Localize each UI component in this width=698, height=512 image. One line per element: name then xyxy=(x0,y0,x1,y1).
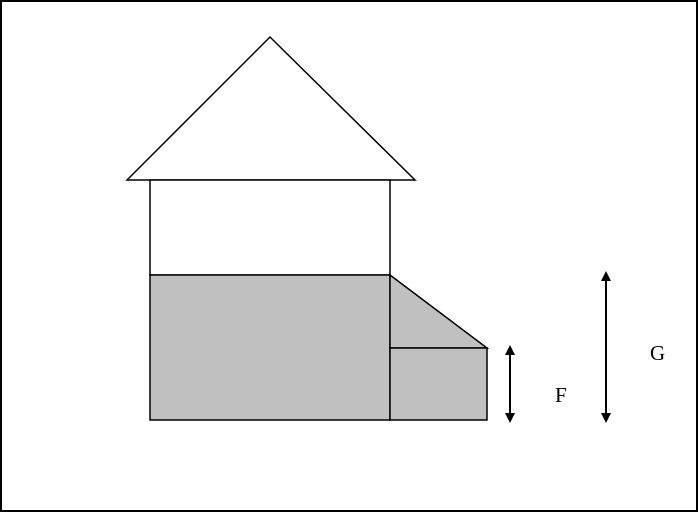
upper-wall xyxy=(149,179,391,276)
annex-box xyxy=(389,347,488,421)
label-f: F xyxy=(555,383,567,407)
lower-shaded-block xyxy=(149,274,391,421)
label-g: G xyxy=(650,341,665,365)
